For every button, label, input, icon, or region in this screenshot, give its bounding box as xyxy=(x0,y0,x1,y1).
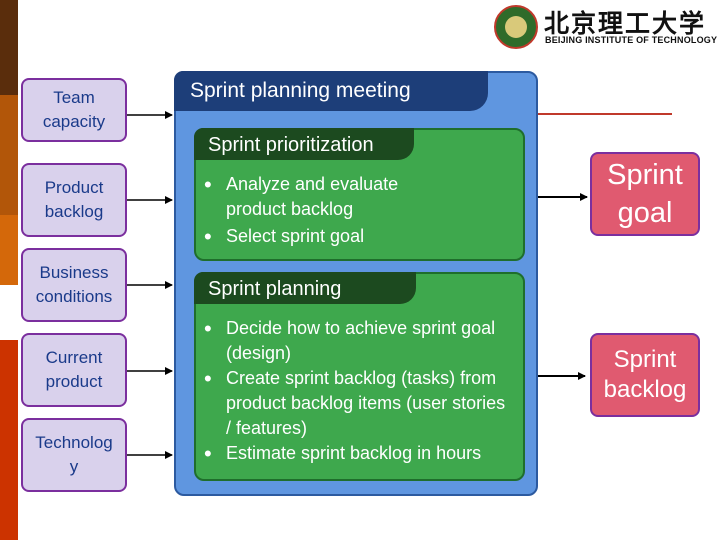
planning-bullets: Decide how to achieve sprint goal (desig… xyxy=(200,316,525,466)
output-sprint-goal: Sprint goal xyxy=(590,152,700,236)
logo-chinese-name: 北京理工大学 xyxy=(544,9,707,38)
bullet-item: Select sprint goal xyxy=(200,224,500,249)
input-current-product: Current product xyxy=(21,333,127,407)
bullet-item: Decide how to achieve sprint goal (desig… xyxy=(200,316,525,366)
input-product-backlog: Product backlog xyxy=(21,163,127,237)
bullet-item: Estimate sprint backlog in hours xyxy=(200,441,525,466)
university-seal-icon xyxy=(494,5,538,49)
logo-english-name: BEIJING INSTITUTE OF TECHNOLOGY xyxy=(545,35,718,45)
prioritization-title: Sprint prioritization xyxy=(194,128,414,160)
bullet-item: Analyze and evaluate product backlog xyxy=(200,172,500,222)
input-technology: Technolog y xyxy=(21,418,127,492)
output-sprint-backlog: Sprint backlog xyxy=(590,333,700,417)
input-team-capacity: Team capacity xyxy=(21,78,127,142)
left-color-strip xyxy=(0,0,18,540)
prioritization-bullets: Analyze and evaluate product backlog Sel… xyxy=(200,172,500,249)
meeting-title: Sprint planning meeting xyxy=(174,71,488,111)
input-business-conditions: Business conditions xyxy=(21,248,127,322)
planning-title: Sprint planning xyxy=(194,272,416,304)
title-underline xyxy=(538,113,672,115)
bullet-item: Create sprint backlog (tasks) from produ… xyxy=(200,366,525,441)
